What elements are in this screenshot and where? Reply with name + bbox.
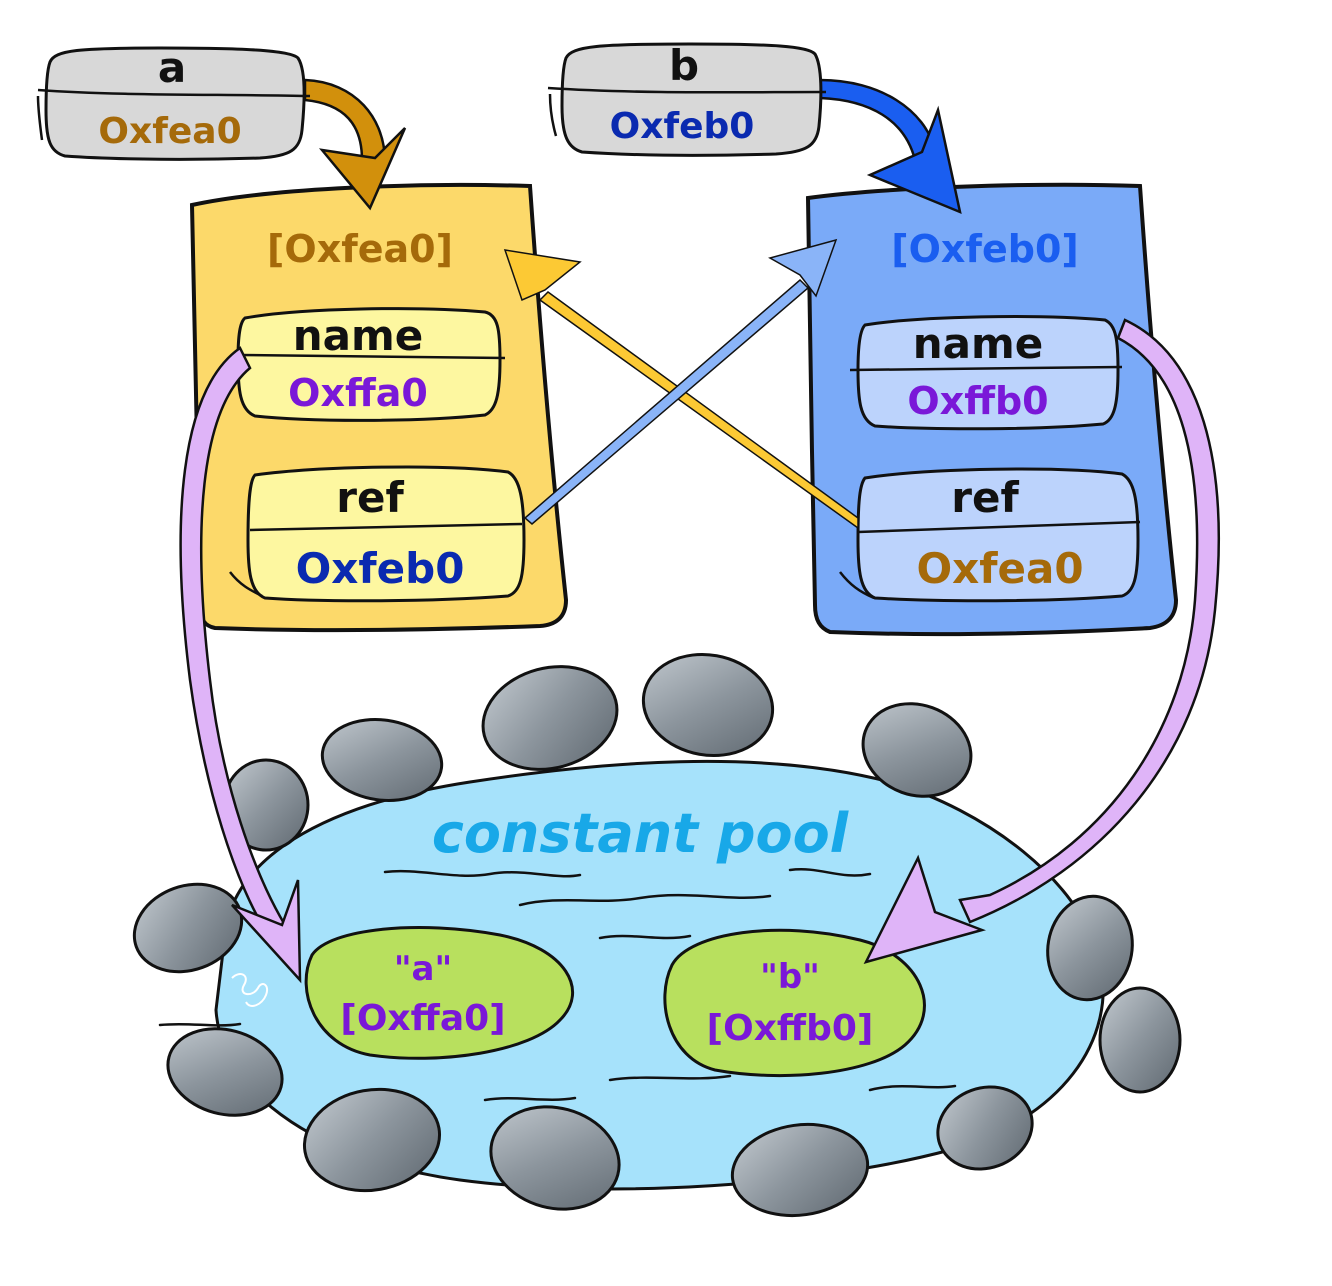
pool-waves: [158, 868, 957, 1102]
object-a-ref-field: ref Oxfeb0: [229, 465, 526, 603]
arrow-ref-a-to-object-b: [523, 238, 838, 525]
rock: [166, 1027, 284, 1117]
pool-entry-b-literal: "b": [760, 957, 820, 997]
arrow-var-b-to-object-b: [818, 78, 962, 215]
object-b-name-value: Oxffb0: [907, 379, 1048, 423]
object-a-ref-value: Oxfeb0: [296, 544, 465, 593]
variable-a-box: [44, 46, 306, 161]
object-b-ref-field: ref Oxfea0: [839, 467, 1141, 603]
pool-entry-a-shape: [304, 926, 575, 1060]
variable-a: a Oxfea0: [36, 43, 311, 161]
pool-entry-a: "a" [Oxffa0]: [304, 926, 575, 1060]
arrow-name-b-to-pool-b: [863, 318, 1220, 964]
variable-b-value: Oxfeb0: [610, 106, 755, 147]
rock: [481, 665, 619, 771]
signature-mark: [231, 973, 268, 1007]
rock: [320, 718, 444, 802]
pool-entry-a-literal: "a": [394, 949, 452, 989]
rock: [302, 1087, 442, 1193]
pool-entry-b-address: [Oxffb0]: [707, 1008, 874, 1049]
rock: [1098, 986, 1182, 1094]
object-b-name-label: name: [913, 319, 1044, 368]
object-b-name-field: name Oxffb0: [849, 315, 1123, 431]
variable-b: b Oxfeb0: [547, 41, 827, 157]
object-a: [Oxfea0] name Oxffa0 ref Oxfeb0: [189, 182, 569, 633]
rock: [1046, 894, 1134, 1002]
object-a-name-value: Oxffa0: [288, 371, 428, 415]
pool-entry-b-shape: [663, 928, 926, 1078]
pool-title: constant pool: [432, 802, 850, 865]
pool-entry-b: "b" [Oxffb0]: [663, 928, 926, 1078]
object-a-ref-label: ref: [336, 473, 404, 522]
arrow-ref-b-to-object-a: [503, 249, 859, 530]
variable-b-name: b: [669, 41, 699, 90]
object-a-name-field: name Oxffa0: [236, 307, 506, 422]
variable-b-box: [560, 42, 823, 157]
variable-a-value: Oxfea0: [98, 111, 241, 152]
rock: [936, 1085, 1034, 1171]
object-b-address: [Oxfeb0]: [891, 227, 1079, 271]
pool-entry-a-address: [Oxffa0]: [340, 998, 505, 1039]
arrow-var-a-to-object-a: [303, 78, 407, 211]
rock: [489, 1105, 621, 1211]
rock: [730, 1122, 870, 1218]
variable-a-name: a: [158, 43, 186, 92]
rocks: [132, 652, 1182, 1218]
rock: [641, 652, 775, 758]
rock: [861, 702, 973, 798]
object-b-ref-label: ref: [951, 473, 1019, 522]
object-b-ref-value: Oxfea0: [916, 544, 1083, 593]
object-b: [Oxfeb0] name Oxffb0 ref Oxfea0: [805, 182, 1179, 637]
arrow-name-a-to-pool-a: [179, 346, 302, 984]
object-a-address: [Oxfea0]: [267, 227, 453, 271]
object-a-name-label: name: [293, 311, 424, 360]
